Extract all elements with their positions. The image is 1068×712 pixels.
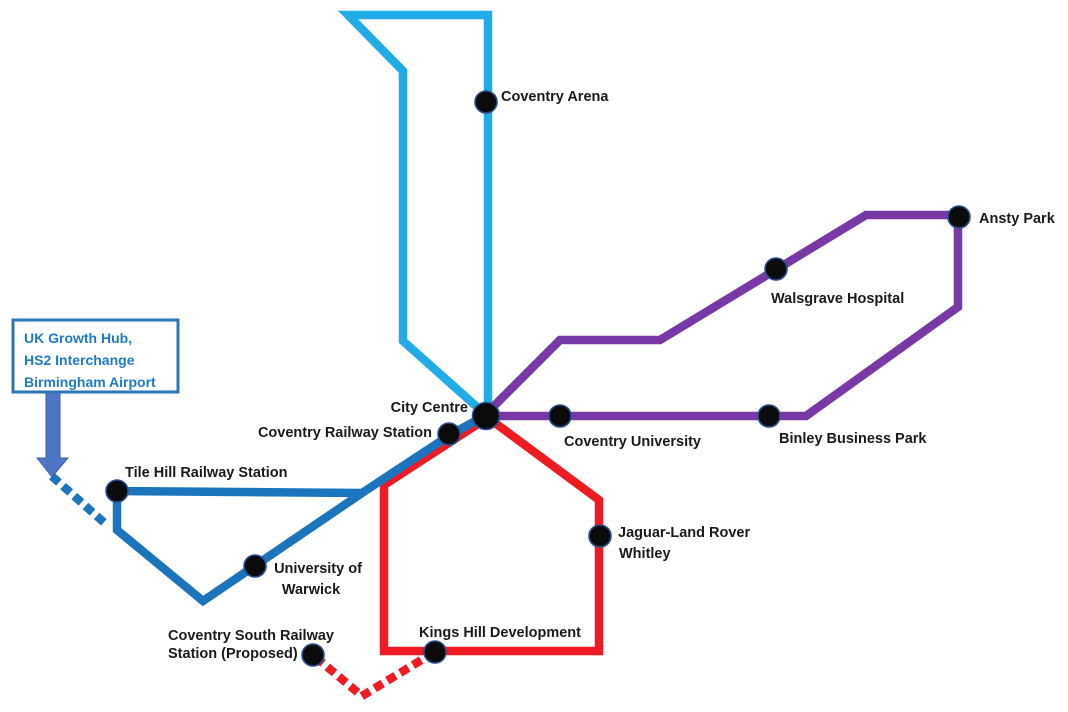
station-dot-coventry-south [301, 643, 325, 667]
label-coventry-arena: Coventry Arena [501, 89, 609, 105]
station-dots [105, 90, 971, 667]
coventry-south-proposed-dotted-path [313, 650, 434, 702]
station-dot-coventry-railway-station [437, 422, 461, 446]
station-dot-jaguar-land-rover [588, 524, 612, 548]
hs2-callout-box [11, 318, 180, 394]
station-dot-coventry-arena [474, 90, 498, 114]
hs2-callout-line2: HS2 Interchange [24, 352, 135, 368]
label-jaguar-land-rover-line1: Jaguar-Land Rover [618, 525, 750, 541]
hs2-callout-line3: Birmingham Airport [24, 374, 156, 390]
label-jaguar-land-rover-line2: Whitley [619, 546, 671, 562]
label-university-of-warwick-line2: Warwick [282, 582, 341, 598]
label-city-centre: City Centre [391, 400, 468, 416]
label-binley-business-park: Binley Business Park [779, 431, 927, 447]
label-coventry-south-line1: Coventry South Railway [168, 628, 334, 644]
station-dot-tile-hill [105, 479, 129, 503]
label-walsgrave-hospital: Walsgrave Hospital [771, 291, 904, 307]
route-lines [49, 10, 963, 702]
station-dot-coventry-university [548, 404, 572, 428]
label-coventry-south-line2: Station (Proposed) [168, 646, 298, 662]
station-dot-kings-hill [423, 640, 447, 664]
label-university-of-warwick-line1: University of [274, 561, 362, 577]
station-dot-city-centre [471, 401, 501, 431]
label-tile-hill: Tile Hill Railway Station [125, 465, 288, 481]
hs2-callout-line1: UK Growth Hub, [24, 330, 132, 346]
station-labels: Coventry Arena Ansty Park Walsgrave Hosp… [125, 89, 1056, 662]
kings-hill-line-path [379, 413, 604, 656]
station-dot-walsgrave-hospital [764, 257, 788, 281]
label-kings-hill: Kings Hill Development [419, 625, 581, 641]
station-dot-binley-business-park [757, 404, 781, 428]
arena-line-path [337, 10, 493, 419]
label-ansty-park: Ansty Park [979, 211, 1056, 227]
hs2-callout: UK Growth Hub, HS2 Interchange Birmingha… [11, 318, 180, 478]
station-dot-ansty-park [947, 205, 971, 229]
label-coventry-university: Coventry University [564, 434, 701, 450]
station-dot-university-of-warwick [243, 554, 267, 578]
label-coventry-railway-station: Coventry Railway Station [258, 425, 432, 441]
down-arrow-icon [35, 389, 70, 478]
ansty-line-path [482, 210, 963, 421]
hs2-link-dotted-path [49, 473, 114, 532]
